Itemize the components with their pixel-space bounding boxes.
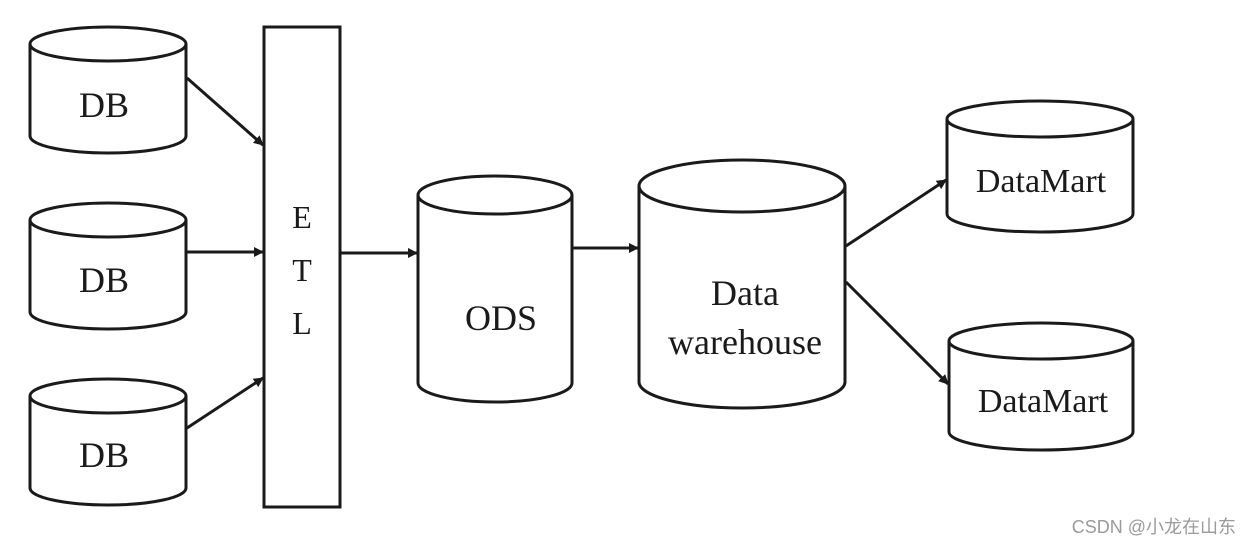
data-warehouse-label-line2: warehouse: [668, 322, 822, 362]
datamart-node-1: DataMart: [945, 99, 1135, 234]
watermark-text: CSDN @小龙在山东: [1072, 517, 1236, 537]
arrow-db3-to-etl: [186, 376, 264, 430]
db-node-1-label: DB: [79, 85, 129, 125]
db-node-2-label: DB: [79, 260, 129, 300]
datamart-node-1-label: DataMart: [976, 163, 1107, 200]
data-warehouse-label-line1: Data: [711, 273, 779, 313]
arrow-warehouse-to-datamart-1: [845, 178, 947, 248]
ods-node: ODS: [416, 174, 574, 404]
arrow-warehouse-to-datamart-2: [844, 280, 950, 386]
db-node-2: DB: [28, 201, 188, 331]
data-warehouse-node: Data warehouse: [637, 158, 847, 410]
ods-label: ODS: [465, 298, 537, 338]
db-node-3-label: DB: [79, 435, 129, 475]
datamart-node-2-label: DataMart: [978, 383, 1109, 420]
db-node-3: DB: [28, 377, 188, 507]
datamart-node-2: DataMart: [947, 321, 1135, 452]
etl-box: E T L: [262, 25, 342, 509]
etl-letter-t: T: [292, 252, 312, 288]
etl-letter-l: L: [292, 305, 312, 341]
arrow-db1-to-etl: [186, 76, 264, 147]
db-node-1: DB: [28, 25, 188, 155]
etl-letter-e: E: [292, 199, 312, 235]
